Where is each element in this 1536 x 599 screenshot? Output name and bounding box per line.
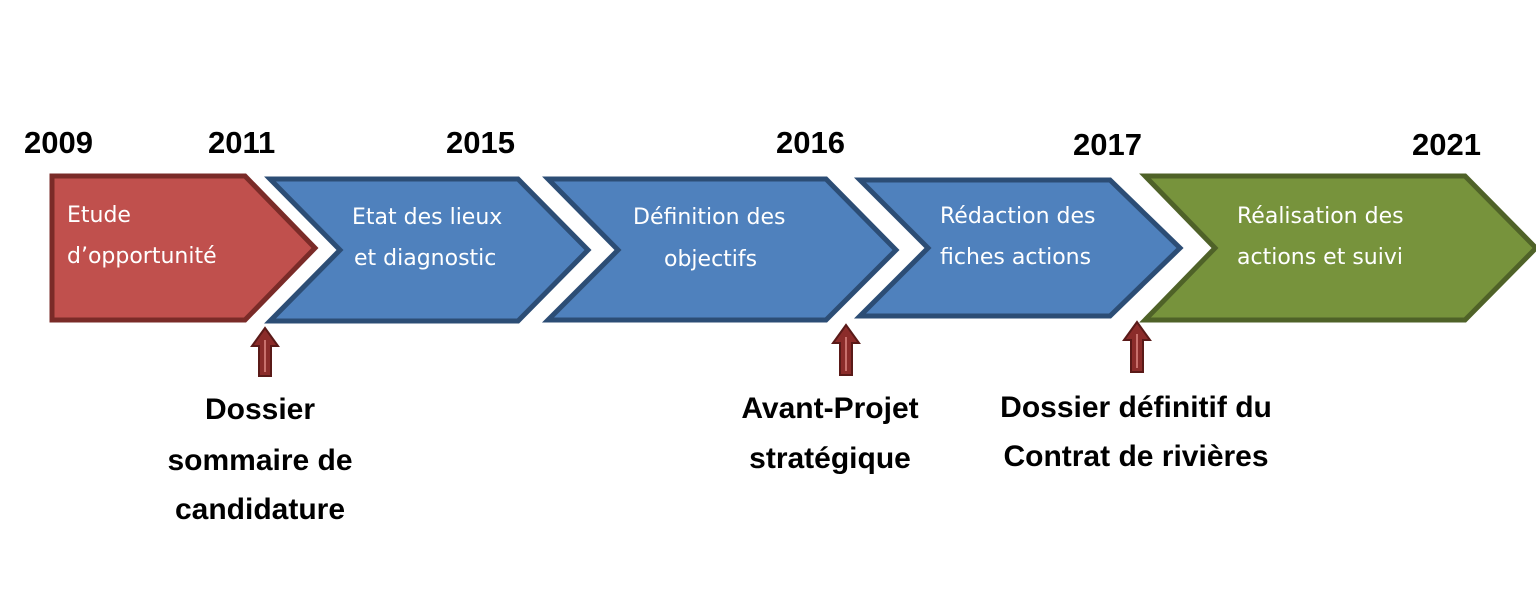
phase-label-line: objectifs [664,247,757,272]
phase-label-line: et diagnostic [354,246,496,271]
phase-label-line: Rédaction des [940,204,1095,229]
year-labels: 2009 2011 2015 2016 2017 2021 [24,125,1481,162]
phase-label-line: fiches actions [940,245,1091,270]
phase-label-line: Définition des [633,205,786,230]
year-label-2009: 2009 [24,125,93,160]
milestone-caption-avant-projet: Avant-Projet stratégique [741,392,918,475]
milestone-label-line: Avant-Projet [741,392,918,425]
milestone-arrow-dossier-definitif [1122,320,1152,373]
milestone-label-line: Dossier [205,393,315,426]
phase-arrow-shape [1139,173,1536,323]
phase-etude-opportunite: Etude d’opportunité [49,173,319,323]
milestone-arrow-avant-projet [831,323,861,376]
phase-arrow-shape [541,176,900,323]
milestone-caption-dossier-sommaire: Dossier sommaire de candidature [167,393,352,526]
milestone-caption-dossier-definitif: Dossier définitif du Contrat de rivières [1000,391,1272,473]
phase-arrow-shape [853,177,1184,319]
phase-label-line: Réalisation des [1237,204,1404,229]
milestone-label-line: sommaire de [167,444,352,477]
phase-label-line: Etude [67,203,131,228]
year-label-2015: 2015 [446,125,515,160]
milestone-label-line: candidature [175,493,345,526]
phase-label-line: Etat des lieux [352,205,502,230]
milestone-label-line: stratégique [749,442,911,475]
phase-label-line: actions et suivi [1237,245,1403,270]
phase-redaction-fiches: Rédaction des fiches actions [853,177,1184,319]
phase-label-line: d’opportunité [67,244,217,269]
milestone-label-line: Contrat de rivières [1003,440,1268,473]
year-label-2011: 2011 [208,125,275,160]
phase-realisation-actions: Réalisation des actions et suivi [1139,173,1536,323]
year-label-2016: 2016 [776,125,845,160]
phase-etat-des-lieux: Etat des lieux et diagnostic [264,176,592,324]
milestone-arrow-dossier-sommaire [250,326,280,377]
year-label-2021: 2021 [1412,127,1481,162]
phase-arrow-shape [49,173,319,323]
phase-definition-objectifs: Définition des objectifs [541,176,900,323]
phase-arrow-shape [264,176,592,324]
year-label-2017: 2017 [1073,127,1142,162]
milestone-label-line: Dossier définitif du [1000,391,1272,424]
